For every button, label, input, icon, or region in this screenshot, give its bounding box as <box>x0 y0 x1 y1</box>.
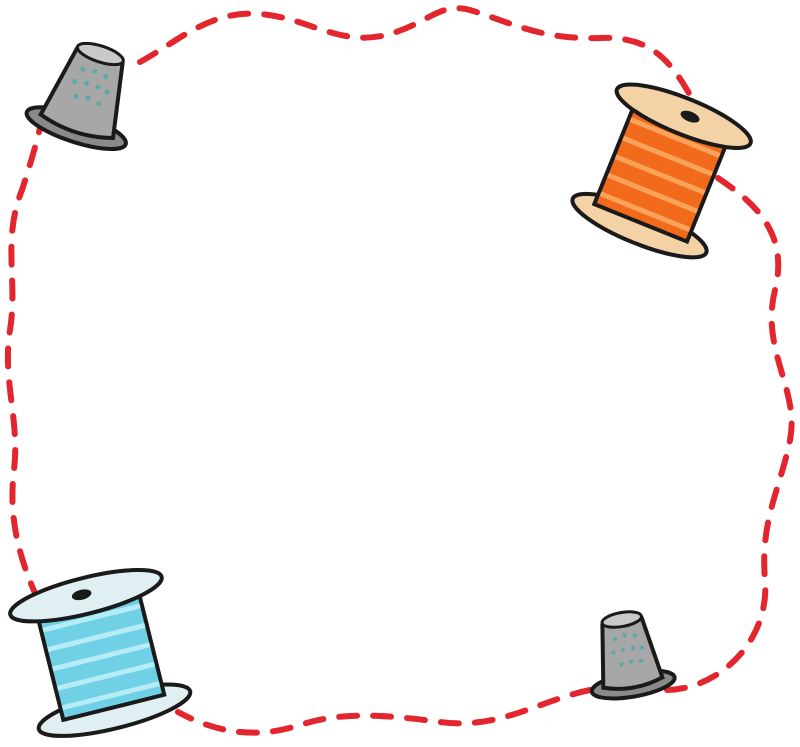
spool-icon <box>570 82 753 260</box>
dashed-stitch-border <box>4 5 795 736</box>
thimble-icon <box>589 610 677 701</box>
spool-icon <box>8 568 193 738</box>
thimble-icon <box>24 41 128 152</box>
